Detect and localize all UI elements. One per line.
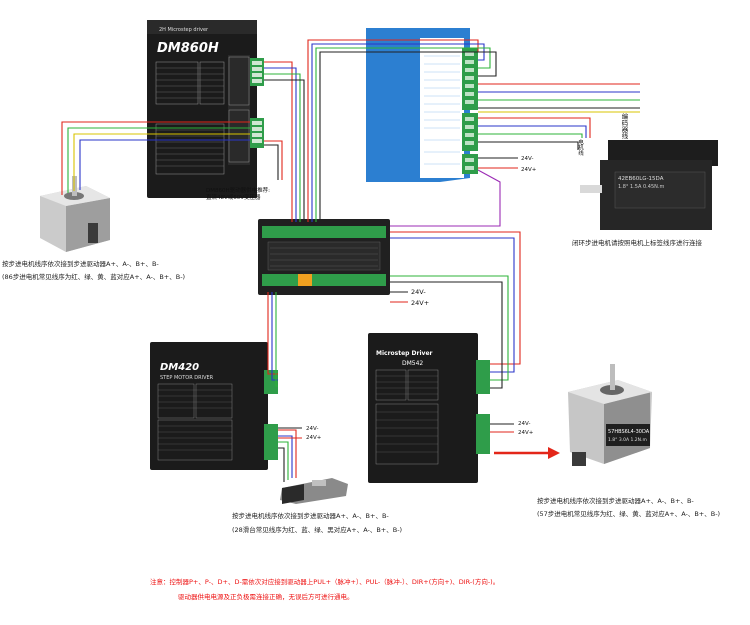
motor-line-label: 电机线 (577, 138, 584, 156)
left-caption-1: 按步进电机线序依次接到步进驱动器A+、A-、B+、B- (2, 259, 159, 268)
controller-24v-neg: 24V- (411, 288, 426, 296)
red-arrow (494, 447, 560, 459)
dm860h-driver: 2H Microstep driver DM860H (147, 20, 264, 198)
controller-24v-pos: 24V+ (411, 299, 429, 307)
closed-loop-motor-model: 42EB60LG-15DA (618, 176, 664, 182)
blue-24v-pos: 24V+ (521, 167, 537, 173)
dm542-model: DM542 (402, 360, 423, 367)
right-caption-1: 按步进电机线序依次接到步进驱动器A+、A-、B+、B- (537, 496, 694, 505)
bottom-center-caption-1: 按步进电机线序依次接到步进驱动器A+、A-、B+、B- (232, 511, 389, 520)
closed-loop-caption: 闭环步进电机请按照电机上标签线序进行连接 (572, 238, 703, 247)
dm420-24v-pos: 24V+ (306, 435, 322, 441)
nema23-spec: 1.8° 3.0A 1.2N.m (608, 437, 647, 443)
dm542-title: Microstep Driver (376, 350, 433, 357)
slide-table-motor (280, 478, 348, 504)
nema34-motor-left (40, 176, 110, 252)
blue-24v-neg: 24V- (521, 156, 533, 162)
nema23-model: 57HBS6L4-30DA (608, 429, 650, 435)
dm860h-power-note-2: 直流48V或60V变压器 (206, 193, 261, 201)
dm542-driver: Microstep Driver DM542 (368, 333, 490, 483)
closed-loop-motor-spec: 1.8° 1.5A 0.45N.m (618, 184, 664, 190)
bottom-center-caption-2: (28滑台常见线序为红、蓝、绿、黑对应A+、A-、B+、B-) (232, 525, 402, 534)
dm420-driver: DM420 STEP MOTOR DRIVER (150, 342, 278, 470)
dm860h-power-note-1: DM860H驱动器供电推荐: (206, 186, 270, 194)
controller-board (258, 219, 390, 295)
right-caption-2: (57步进电机常见线序为红、绿、黄、蓝对应A+、A-、B+、B-) (537, 509, 720, 518)
dm542-24v-neg: 24V- (518, 421, 530, 427)
dm542-24v-pos: 24V+ (518, 430, 534, 436)
dm420-subtitle: STEP MOTOR DRIVER (160, 375, 214, 381)
dm420-model: DM420 (160, 362, 199, 373)
left-caption-2: (86步进电机常见线序为红、绿、黄、蓝对应A+、A-、B+、B-) (2, 272, 185, 281)
dm420-terminals (264, 370, 278, 460)
dm420-24v-neg: 24V- (306, 426, 318, 432)
dm860h-model: DM860H (157, 41, 219, 56)
dm542-terminals (476, 360, 490, 454)
closed-loop-driver (366, 28, 478, 182)
footer-note-2: 驱动器供电电源及正负极需连接正确，无误后方可进行通电。 (178, 592, 354, 601)
closed-loop-motor: 42EB60LG-15DA 1.8° 1.5A 0.45N.m (580, 140, 718, 230)
nema23-motor-right: 57HBS6L4-30DA 1.8° 3.0A 1.2N.m (568, 364, 652, 466)
wiring (61, 39, 640, 482)
footer-note-1: 注意：控制器P+、P-、D+、D-需依次对应接到驱动器上PUL+（脉冲+）、PU… (150, 577, 499, 586)
encoder-label: 编码器线 (620, 112, 628, 140)
dm860h-brand: 2H Microstep driver (159, 27, 209, 33)
